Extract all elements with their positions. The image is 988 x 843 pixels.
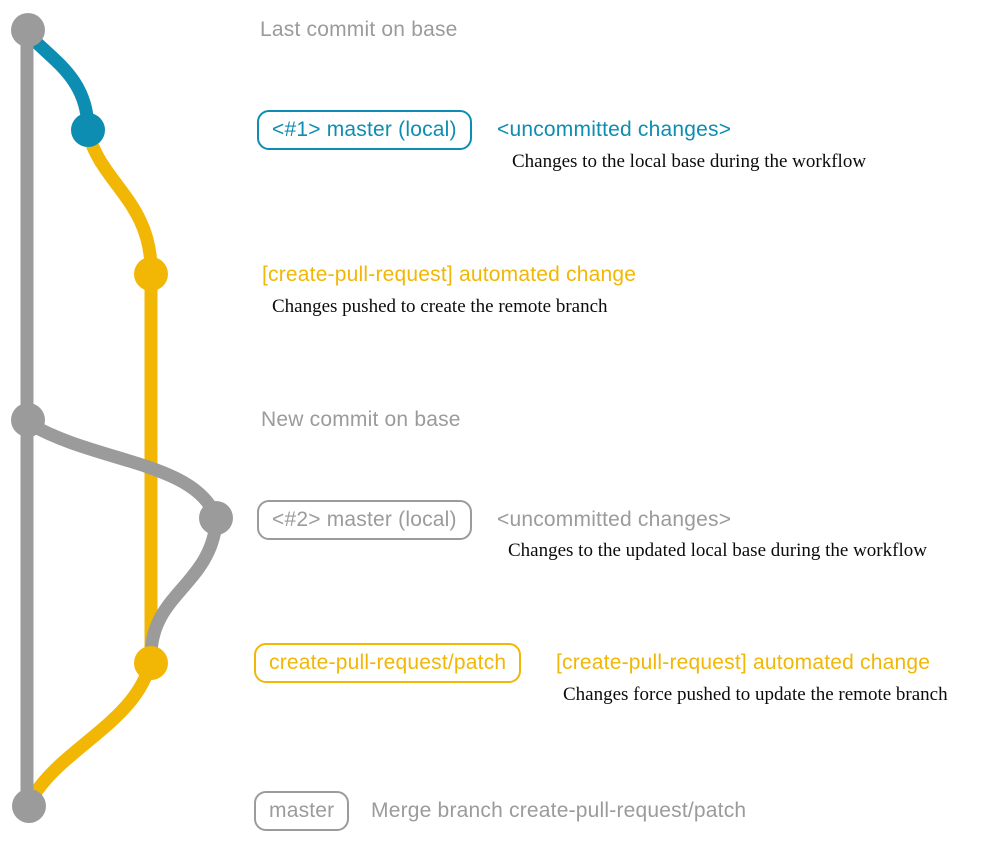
commit-note-automated-2: Changes force pushed to update the remot… [563, 684, 948, 705]
commit-note-automated-1: Changes pushed to create the remote bran… [272, 296, 608, 317]
commit-dot-local-2 [199, 501, 233, 535]
commit-note-uncommitted-1: Changes to the local base during the wor… [512, 151, 867, 172]
branch-path-updated-local [23, 417, 222, 522]
commit-message-automated-2: [create-pull-request] automated change [556, 651, 931, 674]
commit-dot-patch-2 [134, 646, 168, 680]
branch-label-master-local-2: <#2> master (local) [257, 500, 472, 540]
branch-path-force-push [144, 517, 223, 663]
commit-dot-merge [12, 789, 46, 823]
commit-message-last-base: Last commit on base [260, 18, 458, 41]
commit-message-merge: Merge branch create-pull-request/patch [371, 799, 747, 822]
commit-message-new-base: New commit on base [261, 408, 461, 431]
branch-label-master-local-1: <#1> master (local) [257, 110, 472, 150]
commit-message-uncommitted-1: <uncommitted changes> [497, 118, 732, 141]
branch-label-master: master [254, 791, 350, 831]
commit-dot-last-base [11, 13, 45, 47]
commit-message-uncommitted-2: <uncommitted changes> [497, 508, 732, 531]
commit-note-uncommitted-2: Changes to the updated local base during… [508, 540, 927, 561]
branch-label-create-pull-request-patch: create-pull-request/patch [254, 643, 522, 683]
commit-dot-patch-1 [134, 257, 168, 291]
commit-dot-new-base [11, 403, 45, 437]
commit-dot-local-1 [71, 113, 105, 147]
commit-message-automated-1: [create-pull-request] automated change [262, 263, 637, 286]
